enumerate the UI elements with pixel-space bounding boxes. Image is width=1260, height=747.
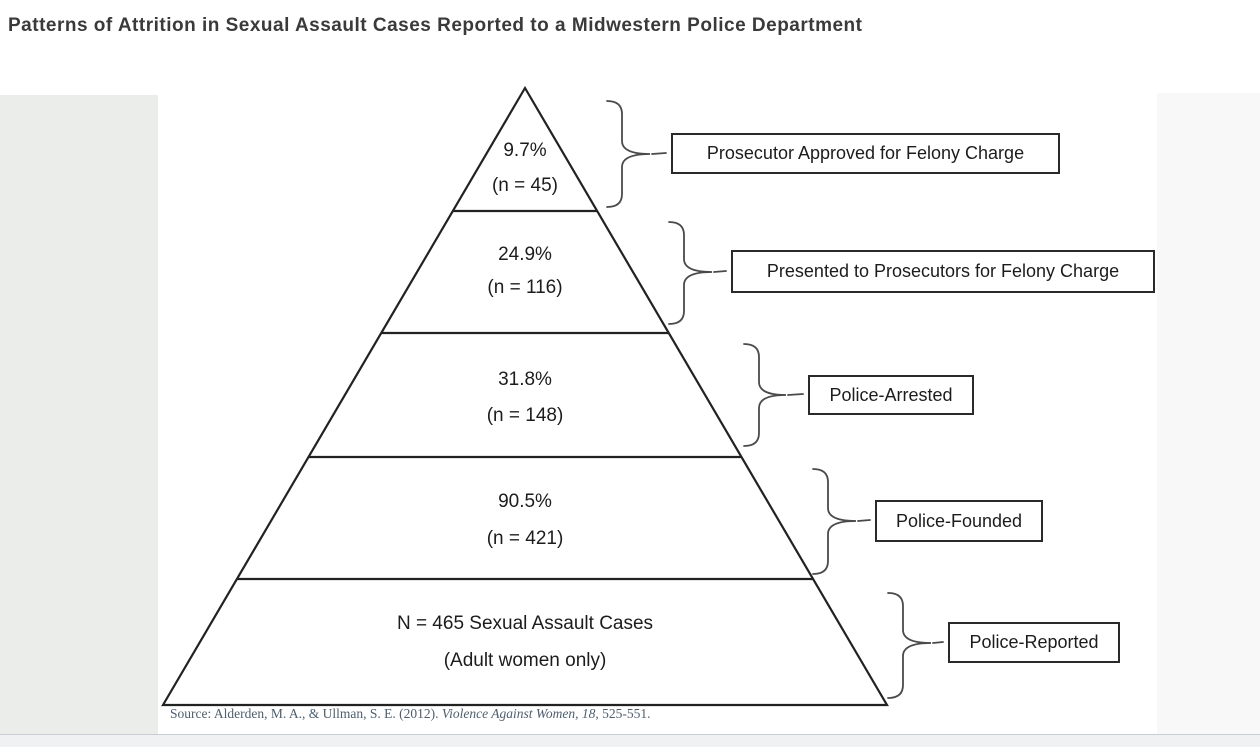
callout-box-prosecutor-approved: Prosecutor Approved for Felony Charge [671, 133, 1060, 174]
brace-level-5-icon [887, 592, 932, 699]
pyramid-level-2-n: (n = 116) [487, 277, 563, 298]
pyramid-level-5-total: N = 465 Sexual Assault Cases [396, 613, 654, 634]
brace-level-3-icon [743, 343, 787, 447]
pyramid-level-1-percent: 9.7% [503, 140, 547, 161]
right-gutter-panel [1157, 93, 1260, 734]
pyramid-level-2-percent: 24.9% [498, 244, 552, 265]
callout-box-presented-to-prosecutors: Presented to Prosecutors for Felony Char… [731, 250, 1155, 293]
brace-level-5-connector [932, 641, 944, 644]
pyramid-level-3-n: (n = 148) [486, 405, 564, 426]
brace-level-2-icon [668, 221, 713, 325]
pyramid-level-1-n: (n = 45) [491, 175, 558, 196]
pyramid-level-4-n: (n = 421) [486, 528, 564, 549]
source-citation-pages: , 525-551. [595, 706, 651, 721]
brace-level-4-icon [812, 468, 857, 575]
source-citation: Source: Alderden, M. A., & Ullman, S. E.… [170, 706, 1040, 722]
left-gutter-panel [0, 95, 158, 734]
brace-level-1-icon [606, 100, 651, 208]
callout-box-police-founded: Police-Founded [875, 500, 1043, 542]
brace-level-3-connector [787, 393, 804, 396]
callout-box-police-arrested: Police-Arrested [808, 375, 974, 415]
brace-level-2-connector [713, 270, 727, 273]
pyramid-level-4-percent: 90.5% [498, 491, 552, 512]
brace-level-1-connector [651, 152, 667, 155]
bottom-scrollbar-area [0, 734, 1260, 747]
source-citation-journal: Violence Against Women, 18 [441, 706, 596, 721]
source-citation-prefix: Source: Alderden, M. A., & Ullman, S. E.… [170, 706, 442, 721]
pyramid-outline [161, 85, 889, 707]
brace-level-4-connector [857, 519, 871, 522]
page-title: Patterns of Attrition in Sexual Assault … [8, 15, 863, 36]
callout-box-police-reported: Police-Reported [948, 622, 1120, 663]
pyramid-level-3-percent: 31.8% [498, 369, 552, 390]
pyramid-level-5-population: (Adult women only) [443, 650, 607, 671]
